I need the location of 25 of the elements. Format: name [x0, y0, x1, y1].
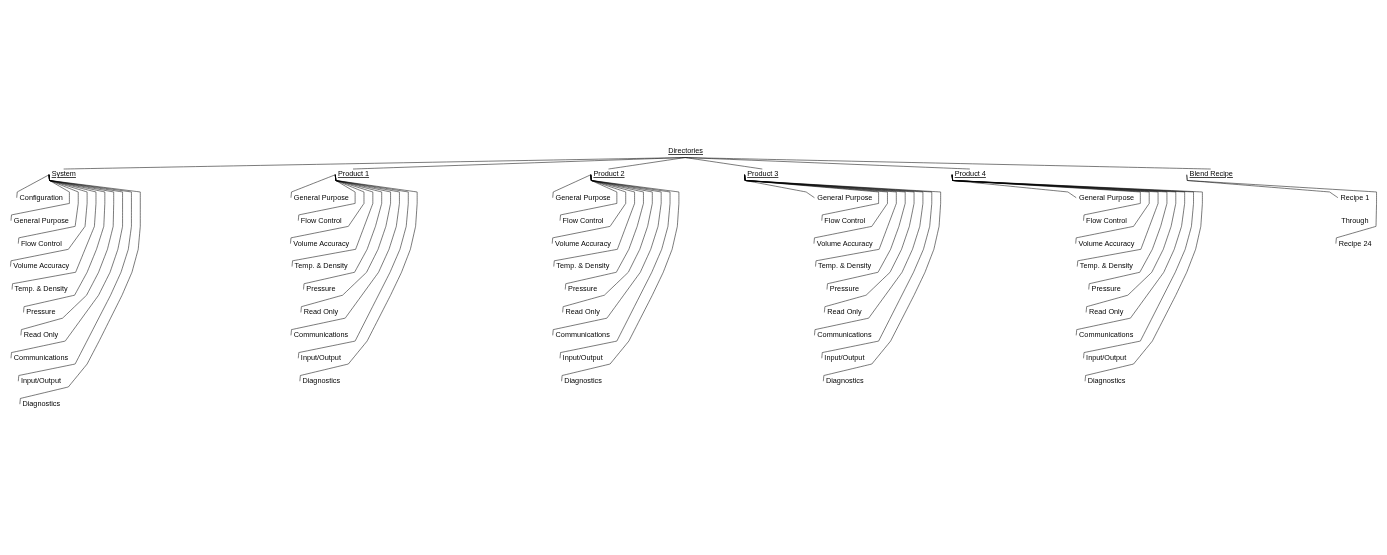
connector: [352, 156, 686, 169]
connector: [18, 174, 132, 381]
connector: [11, 174, 97, 290]
connector: [551, 174, 626, 244]
connector: [608, 156, 686, 169]
connector: [290, 174, 400, 336]
connector: [19, 174, 141, 404]
connector: [10, 174, 88, 267]
connector: [553, 174, 635, 267]
connector: [299, 174, 418, 381]
connector: [10, 174, 123, 359]
connector: [16, 174, 50, 198]
connector: [684, 156, 971, 169]
connector: [18, 174, 79, 244]
connector: [1186, 174, 1377, 244]
connector: [552, 174, 662, 336]
connector: [552, 174, 592, 198]
connector: [291, 174, 374, 267]
connector: [290, 174, 336, 198]
connector: [10, 174, 70, 221]
connector: [561, 174, 680, 381]
connector: [63, 156, 686, 169]
connector: [290, 174, 365, 244]
connector: [684, 156, 1211, 169]
connector: [684, 156, 763, 169]
